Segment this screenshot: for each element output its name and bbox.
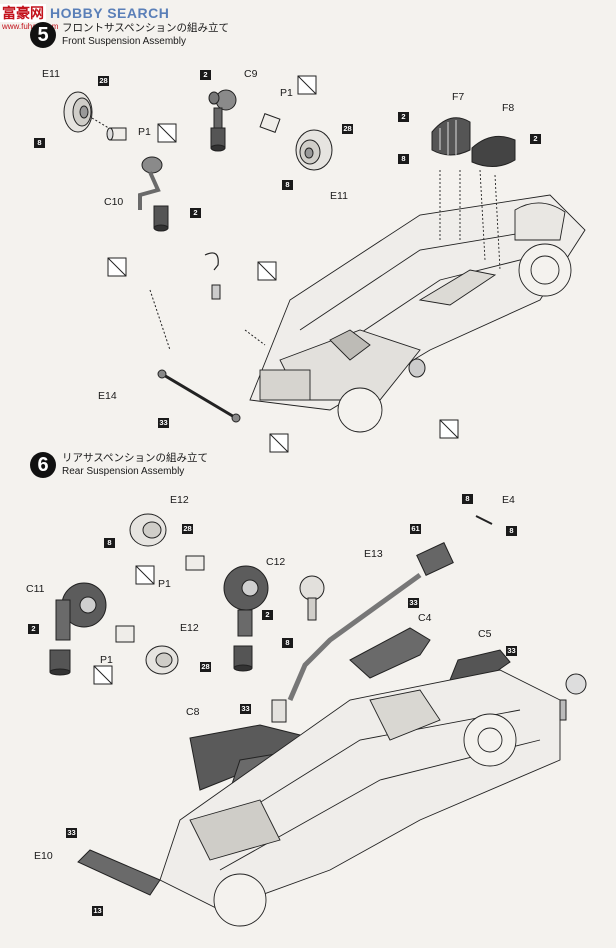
watermark: 富豪网 HOBBY SEARCH [0,0,200,26]
color-badge-13: 13 [92,906,103,916]
c12-strut [223,565,269,672]
label-e14: E14 [98,390,117,402]
c9-strut [208,89,237,152]
rear-right-bushing [559,673,587,721]
step-5-title-en: Front Suspension Assembly [62,36,186,47]
e12-top-drum [129,513,167,547]
f8-part [471,135,516,167]
no-glue-icon-2 [257,261,277,281]
c11-strut [49,582,107,676]
color-badge-2: 2 [28,624,39,634]
color-badge-8: 8 [462,494,473,504]
front-boot [211,284,221,300]
c10-strut [138,156,169,232]
e11-right-drum [295,129,333,171]
p1-top-bushing [259,113,281,133]
color-badge-8: 8 [506,526,517,536]
right-boot [408,358,426,378]
color-badge-8: 8 [398,154,409,164]
color-badge-61: 61 [410,524,421,534]
step-5-title-jp: フロントサスペンションの組み立て [62,22,230,34]
color-badge-28: 28 [98,76,109,86]
color-badge-28: 28 [200,662,211,672]
label-e11-right: E11 [330,190,348,202]
color-badge-8: 8 [282,638,293,648]
label-f7: F7 [452,91,465,103]
color-badge-33: 33 [66,828,77,838]
color-badge-2: 2 [200,70,211,80]
label-p1-low: P1 [100,654,113,666]
color-badge-28: 28 [182,524,193,534]
label-e13: E13 [364,548,383,560]
p1-low-bushing [115,625,135,643]
label-e12-top: E12 [170,494,189,506]
no-glue-icon-7 [135,565,155,585]
rear-chassis [159,669,561,927]
color-badge-33: 33 [240,704,251,714]
color-badge-2: 2 [398,112,409,122]
f7-part [431,117,471,156]
color-badge-8: 8 [104,538,115,548]
color-badge-2: 2 [190,208,201,218]
label-c11: C11 [26,583,45,595]
p1-mid-bushing [185,555,205,571]
label-c10: C10 [104,196,124,208]
label-p1-top: P1 [280,87,293,99]
color-badge-33: 33 [158,418,169,428]
no-glue-icon-8 [93,665,113,685]
label-c4: C4 [418,612,432,624]
p1-left-bushing [106,127,127,141]
label-p1-left: P1 [138,126,151,138]
rear-mount [299,575,325,621]
no-glue-icon-1 [107,257,127,277]
label-e11-left: E11 [42,68,60,80]
color-badge-33: 33 [506,646,517,656]
label-f8: F8 [502,102,515,114]
e13-exhaust [271,542,454,723]
e10-bar [77,849,161,896]
label-c8: C8 [186,706,200,718]
step-6-title-jp: リアサスペンションの組み立て [62,452,209,464]
watermark-brand: HOBBY SEARCH [50,5,170,21]
label-c9: C9 [244,68,258,80]
e11-left-drum [63,91,93,133]
step-6-header: 6 リアサスペンションの組み立て Rear Suspension Assembl… [30,452,208,478]
label-c12: C12 [266,556,286,568]
front-chassis [249,169,586,433]
label-e10: E10 [34,850,53,862]
no-glue-icon-6 [439,419,459,439]
label-e4: E4 [502,494,515,506]
watermark-logo: 富豪网 [0,4,46,22]
watermark-url: www.fuhao.com [2,22,59,31]
label-e12-low: E12 [180,622,199,634]
no-glue-icon-5 [269,433,289,453]
step-6-number: 6 [30,452,56,478]
e14-tie-rod [157,369,241,423]
c4-crossmember [349,627,431,679]
front-bracket [204,252,219,271]
color-badge-2: 2 [262,610,273,620]
step-5-number: 5 [30,22,56,48]
color-badge-33: 33 [408,598,419,608]
no-glue-icon-3 [157,123,177,143]
step-6-title-en: Rear Suspension Assembly [62,466,185,477]
label-c5: C5 [478,628,492,640]
e4-pin [475,515,493,525]
color-badge-8: 8 [282,180,293,190]
label-p1-mid: P1 [158,578,171,590]
e12-low-drum [145,645,179,675]
no-glue-icon-4 [297,75,317,95]
color-badge-28: 28 [342,124,353,134]
step-5-header: 5 フロントサスペンションの組み立て Front Suspension Asse… [30,22,229,48]
color-badge-8: 8 [34,138,45,148]
color-badge-2: 2 [530,134,541,144]
